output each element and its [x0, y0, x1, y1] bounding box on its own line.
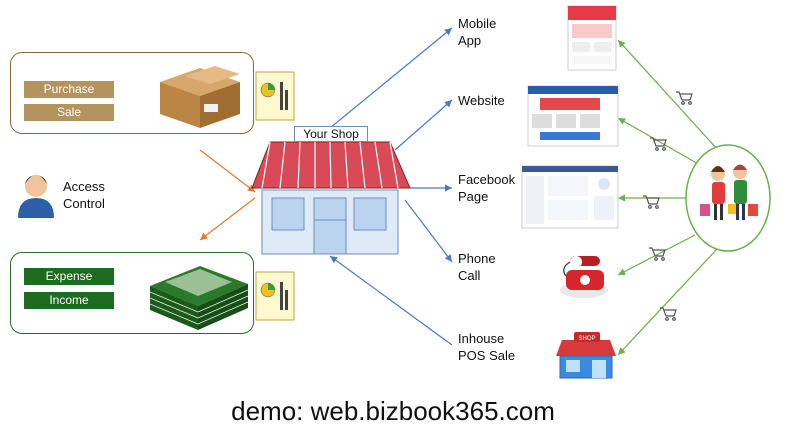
shop-building-icon [251, 141, 411, 255]
access-control-label: Access Control [63, 179, 105, 211]
cart-icon [643, 195, 660, 209]
channel-facebook-page: Facebook Page [458, 172, 516, 204]
user-icon [18, 175, 54, 218]
customers-circle [685, 144, 771, 252]
arrow-green-4 [617, 234, 696, 276]
cart-icon [660, 307, 677, 321]
arrow-orange-bottom [199, 197, 256, 241]
pos-sign-text: SHOP [578, 336, 595, 342]
arrow-phone [404, 199, 453, 263]
cart-icon [676, 91, 693, 105]
arrow-mobile [322, 27, 453, 136]
arrow-green-1 [617, 39, 719, 151]
arrow-orange-top [199, 149, 256, 193]
arrow-pos [329, 255, 453, 346]
sale-label: Sale [24, 104, 114, 121]
arrow-green-2 [617, 117, 701, 166]
phone-icon [560, 256, 608, 298]
inventory-box [10, 52, 254, 134]
channel-mobile-app: Mobile App [458, 16, 497, 48]
boxes-icon [160, 66, 240, 128]
facebook-screenshot [521, 165, 619, 229]
expense-label: Expense [24, 268, 114, 285]
channel-inhouse-pos: Inhouse POS Sale [458, 331, 516, 363]
money-icon [149, 266, 249, 330]
channel-website: Website [458, 93, 505, 108]
shop-title: Your Shop [294, 126, 368, 142]
finance-box [10, 252, 254, 334]
pos-store-icon: SHOP [556, 332, 616, 379]
report-icon [255, 71, 295, 121]
website-screenshot [527, 85, 619, 147]
footer-demo-url[interactable]: demo: web.bizbook365.com [231, 396, 555, 426]
channel-phone-call: Phone Call [458, 251, 496, 283]
arrow-green-5 [617, 247, 719, 356]
mobile-app-screenshot [567, 5, 617, 71]
cart-icon [649, 247, 666, 261]
purchase-label: Purchase [24, 81, 114, 98]
income-label: Income [24, 292, 114, 309]
arrow-website [394, 99, 453, 151]
report-icon [255, 271, 295, 321]
cart-icon [650, 137, 667, 151]
shoppers-icon [700, 164, 758, 220]
